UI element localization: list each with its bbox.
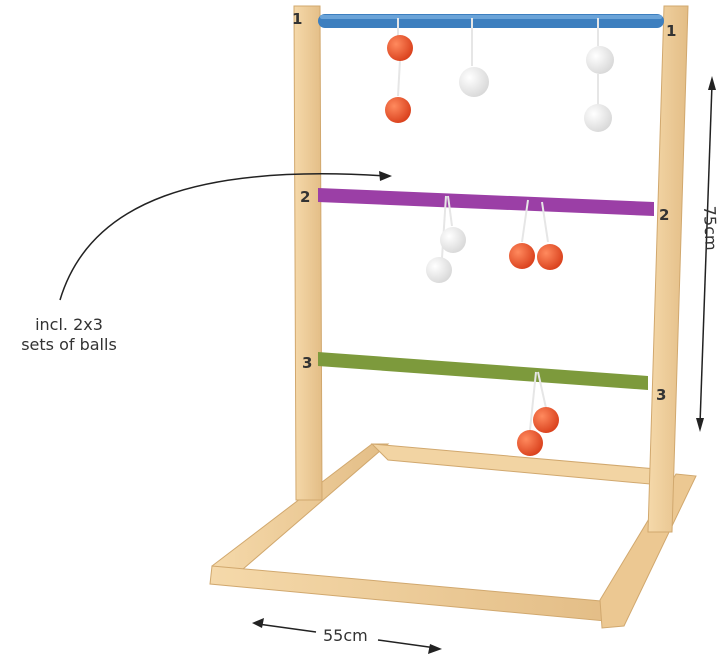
rung-3-right-label: 3 bbox=[656, 386, 666, 404]
rung-middle bbox=[318, 188, 654, 216]
bola-middle-white bbox=[426, 195, 466, 283]
left-post bbox=[293, 5, 323, 501]
rung-2-left-label: 2 bbox=[300, 188, 310, 206]
width-label: 55cm bbox=[323, 626, 368, 645]
bola-top-white-2 bbox=[584, 18, 614, 132]
rung-2-right-label: 2 bbox=[659, 206, 669, 224]
rung-1-right-label: 1 bbox=[666, 22, 676, 40]
width-arrow bbox=[252, 618, 442, 654]
bola-top-white-1 bbox=[459, 18, 489, 97]
balls-note: incl. 2x3 sets of balls bbox=[4, 315, 134, 355]
height-arrow bbox=[696, 76, 716, 432]
balls-note-line2: sets of balls bbox=[21, 335, 117, 354]
rung-bottom bbox=[318, 352, 648, 390]
bola-bottom-red bbox=[517, 371, 559, 456]
rung-top-highlight bbox=[320, 15, 662, 19]
height-label: 75cm bbox=[700, 205, 720, 250]
balls-callout-arrow bbox=[59, 171, 392, 301]
base-frame bbox=[209, 443, 697, 629]
balls-note-line1: incl. 2x3 bbox=[35, 315, 103, 334]
rung-1-left-label: 1 bbox=[292, 10, 302, 28]
right-post bbox=[647, 5, 689, 533]
rung-3-left-label: 3 bbox=[302, 354, 312, 372]
bola-middle-red bbox=[509, 199, 563, 270]
bola-top-red bbox=[385, 18, 413, 123]
